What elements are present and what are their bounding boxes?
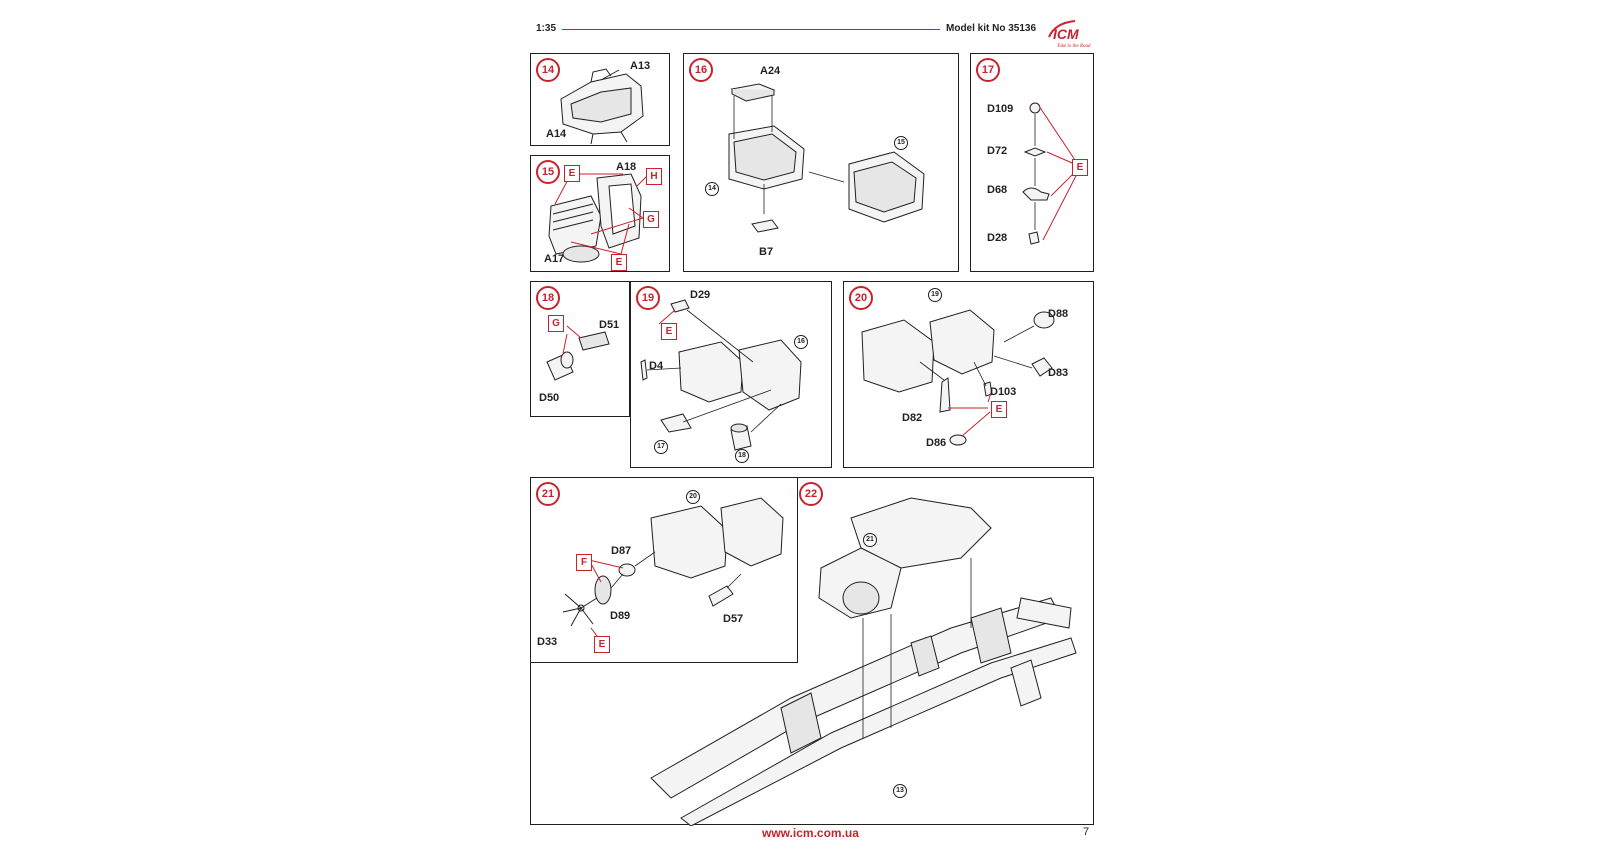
part-label: D57 [723, 613, 744, 625]
step-number: 19 [636, 286, 660, 310]
part-label: A14 [546, 128, 567, 140]
part-label: D89 [610, 610, 631, 622]
step-16-panel: 16 A24 B7 14 15 [683, 53, 959, 272]
step-19-illustration [640, 299, 802, 451]
step-20-illustration [861, 309, 1055, 446]
part-label: D83 [1048, 367, 1069, 379]
part-label: D51 [599, 319, 620, 331]
step-19-panel: 19 D29 D4 E 16 17 18 [630, 281, 832, 468]
part-label: B7 [759, 246, 774, 258]
part-label: A17 [544, 253, 565, 265]
part-label: D87 [611, 545, 632, 557]
website-link[interactable]: www.icm.com.ua [762, 826, 859, 840]
step-20-panel: 20 D88 D83 D103 D82 D86 E 19 [843, 281, 1094, 468]
part-label: D109 [987, 103, 1014, 115]
paint-tag: H [646, 168, 662, 185]
step-number: 16 [689, 58, 713, 82]
step-17-panel: 17 D109 D72 D68 D28 E [970, 53, 1094, 272]
part-label: D103 [990, 386, 1017, 398]
paint-tag: E [594, 636, 610, 653]
kit-number: Model kit No 35136 [946, 23, 1037, 34]
part-label: A24 [760, 65, 781, 77]
paint-tag: F [576, 554, 592, 571]
step-number: 17 [976, 58, 1000, 82]
step-18-panel: 18 D51 D50 G [530, 281, 630, 417]
step-15-panel: 15 A18 A17 E H G E [530, 155, 670, 272]
step-15-illustration [548, 173, 648, 263]
step-reference: 20 [686, 490, 700, 504]
step-14-illustration [560, 68, 644, 145]
step-reference: 16 [794, 335, 808, 349]
step-number: 21 [536, 482, 560, 506]
paint-tag: G [643, 211, 659, 228]
part-label: D33 [537, 636, 558, 648]
step-21-panel: 21 D87 D89 D33 D57 F E 20 [530, 477, 798, 663]
step-reference: 21 [863, 533, 877, 547]
part-label: D88 [1048, 308, 1069, 320]
step-number: 14 [536, 58, 560, 82]
step-reference: 14 [705, 182, 719, 196]
paint-tag: G [548, 315, 564, 332]
svg-text:Take to the Road: Take to the Road [1057, 44, 1091, 49]
part-label: D28 [987, 232, 1008, 244]
step-reference: 18 [735, 449, 749, 463]
part-label: D72 [987, 145, 1008, 157]
step-number: 22 [799, 482, 823, 506]
step-16-illustration [728, 83, 925, 233]
step-number: 15 [536, 160, 560, 184]
part-label: A13 [630, 60, 651, 72]
header-rule [562, 29, 940, 30]
paint-tag: E [564, 165, 580, 182]
part-label: D50 [539, 392, 560, 404]
step-18-illustration [546, 325, 610, 381]
paint-tag: E [661, 323, 677, 340]
part-label: D82 [902, 412, 923, 424]
paint-tag: E [1072, 159, 1088, 176]
scale-label: 1:35 [536, 23, 557, 34]
part-label: D68 [987, 184, 1008, 196]
paint-tag: E [611, 254, 627, 271]
step-14-panel: 14 A13 A14 [530, 53, 670, 146]
step-21-illustration [562, 497, 784, 637]
part-label: A18 [616, 161, 637, 173]
step-reference: 13 [893, 784, 907, 798]
step-reference: 17 [654, 440, 668, 454]
part-label: D29 [690, 289, 711, 301]
part-label: D4 [649, 360, 664, 372]
svg-text:ICM: ICM [1053, 26, 1079, 42]
step-number: 18 [536, 286, 560, 310]
paint-tag: E [991, 401, 1007, 418]
step-22-illustration [650, 497, 1077, 826]
step-number: 20 [849, 286, 873, 310]
page-number: 7 [1083, 826, 1090, 838]
part-label: D86 [926, 437, 947, 449]
icm-logo: ICM Take to the Road [1048, 20, 1091, 49]
step-reference: 19 [928, 288, 942, 302]
step-reference: 15 [894, 136, 908, 150]
